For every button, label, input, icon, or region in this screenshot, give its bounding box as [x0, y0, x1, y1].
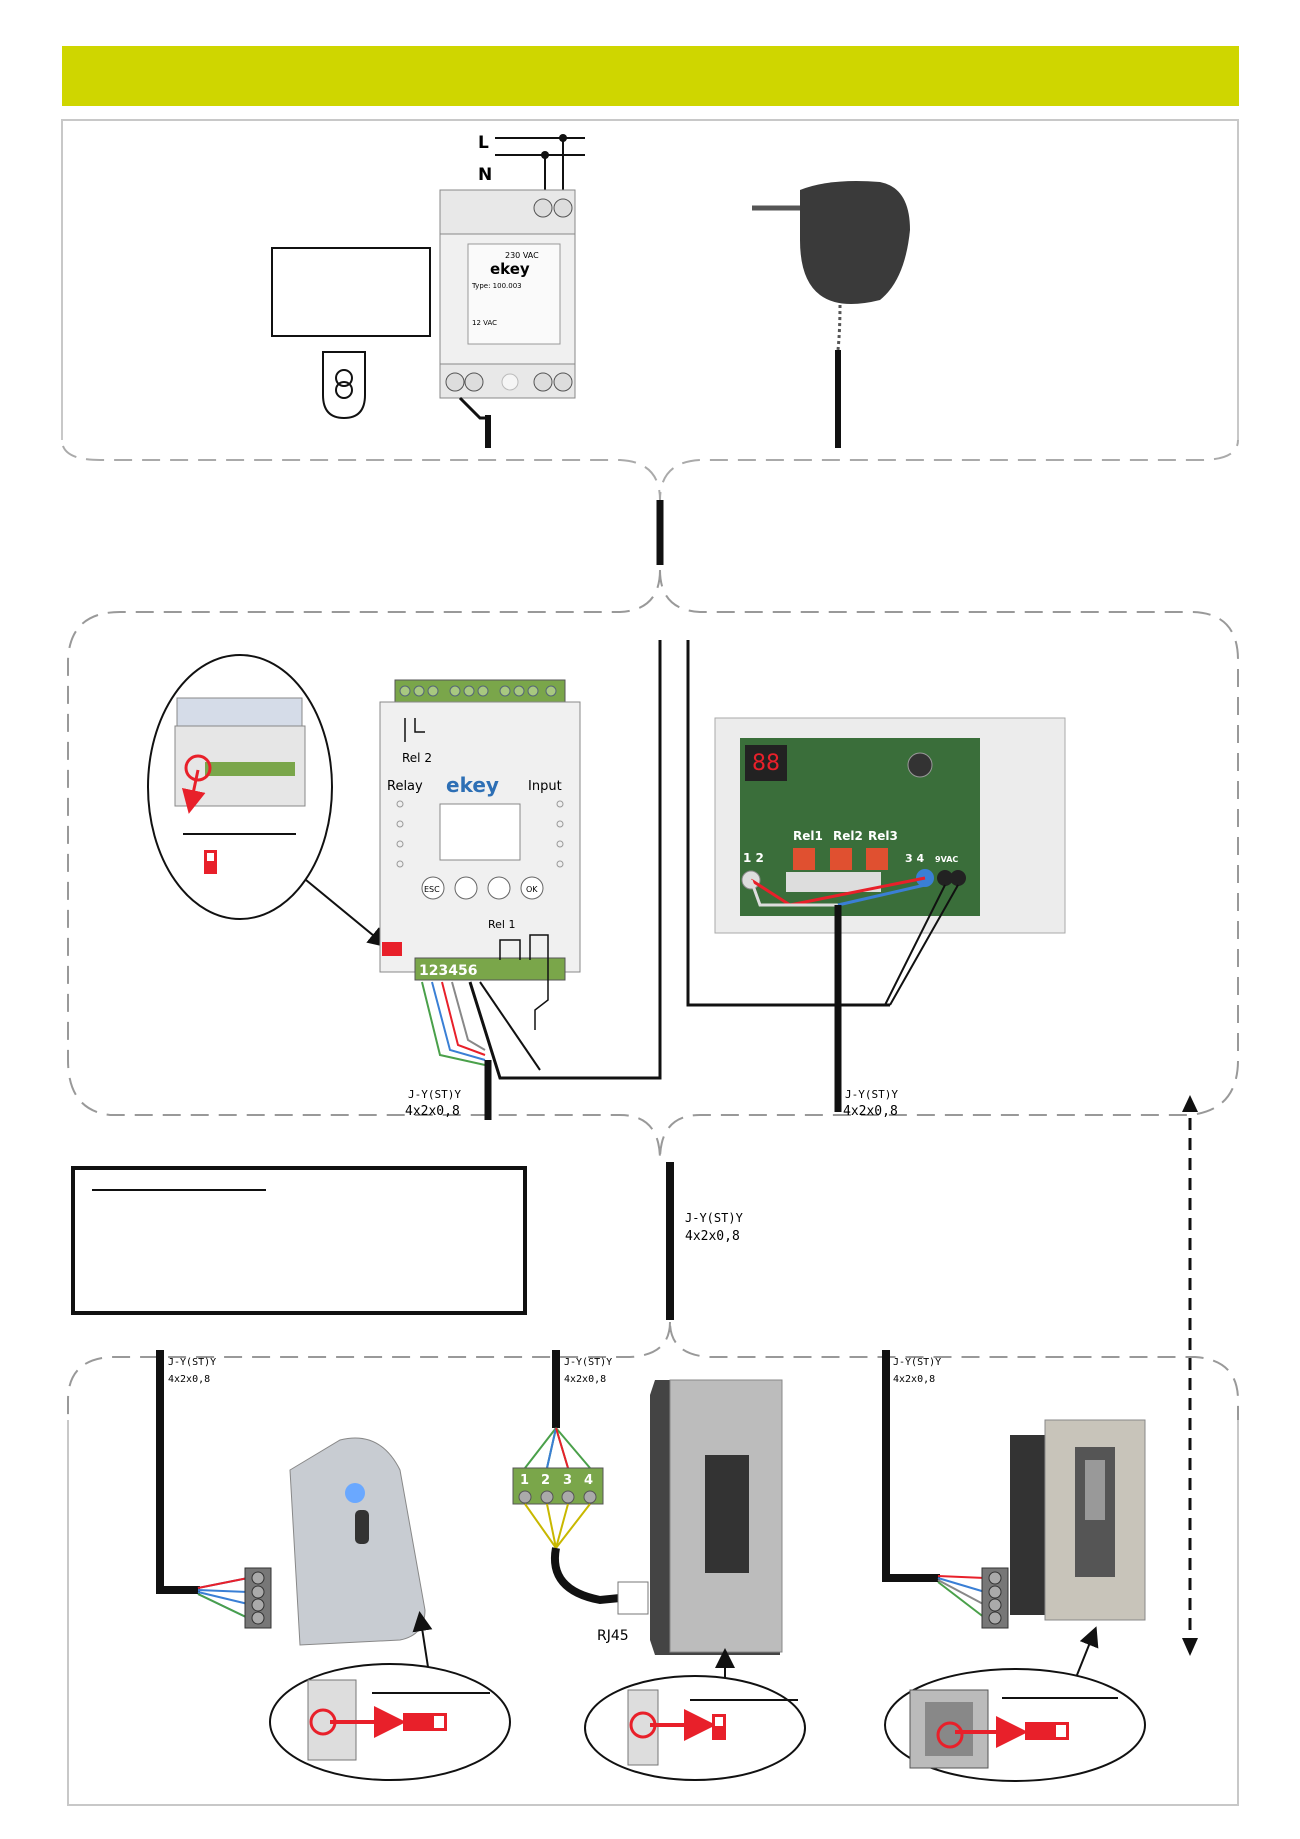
cable-label-2: J-Y(ST)Y	[845, 1088, 898, 1101]
cable-label-3b: 4x2x0,8	[685, 1229, 740, 1244]
mini-term-34: 3 4	[905, 852, 924, 865]
cable-label-1: J-Y(ST)Y	[408, 1088, 461, 1101]
din-power-supply: 230 VAC ekey Type: 100.003 12 VAC	[439, 189, 576, 448]
mains-l-label: L	[478, 133, 489, 153]
mini-rel3: Rel3	[868, 829, 898, 843]
note-box	[71, 1166, 527, 1315]
psu-voltage: 230 VAC	[505, 251, 539, 260]
esc-button: ESC	[424, 885, 440, 894]
psu-brand: ekey	[490, 260, 530, 278]
terminal-block-2: 1 2 3 4	[520, 1473, 593, 1488]
section-sensors: J-Y(ST)Y 4x2x0,8 J-Y(ST)Y 4x2x0,8 1 2 3 …	[67, 1321, 1239, 1806]
fingerprint-sensor-3	[1010, 1419, 1146, 1621]
rel1-label: Rel 1	[488, 918, 515, 931]
fingerprint-sensor-2	[650, 1379, 783, 1655]
input-label: Input	[528, 779, 562, 794]
fingerprint-sensor-1	[289, 1437, 426, 1646]
psu-out: 12 VAC	[472, 319, 497, 327]
zoom-circle-sensor-2	[584, 1675, 806, 1781]
mini-vac: 9VAC	[935, 855, 958, 864]
section-controllers: Rel 2 Relay Input ekey ESC OK Rel 1 1234…	[67, 569, 1239, 1161]
svg-text:3: 3	[563, 1473, 572, 1488]
controller-terminals: 123456	[419, 963, 477, 979]
svg-text:2: 2	[541, 1473, 550, 1488]
din-controller: Rel 2 Relay Input ekey ESC OK Rel 1 1234…	[379, 679, 581, 1030]
section-power-supply: L N 230 VAC ekey Type: 100.003 12 VAC	[61, 119, 1239, 501]
cable-label-3: J-Y(ST)Y	[685, 1211, 744, 1225]
cable-label-6: J-Y(ST)Y	[893, 1357, 941, 1368]
mini-term-12: 1 2	[743, 851, 764, 865]
cable-label-5b: 4x2x0,8	[564, 1374, 606, 1385]
cable-label-5: J-Y(ST)Y	[564, 1357, 612, 1368]
rj45-label: RJ45	[597, 1628, 629, 1644]
mini-rel1: Rel1	[793, 829, 823, 843]
ok-button: OK	[526, 885, 538, 894]
cable-label-1b: 4x2x0,8	[405, 1104, 460, 1119]
label-box	[271, 247, 431, 337]
cable-label-6b: 4x2x0,8	[893, 1374, 935, 1385]
relay-label: Relay	[387, 779, 423, 794]
transformer-symbol	[322, 351, 366, 420]
psu-type: Type: 100.003	[471, 282, 522, 290]
mini-rel2: Rel2	[833, 829, 863, 843]
plug-power-adapter	[752, 181, 910, 448]
cable-label-4b: 4x2x0,8	[168, 1374, 210, 1385]
cable-label-4: J-Y(ST)Y	[168, 1357, 216, 1368]
cable-label-2b: 4x2x0,8	[843, 1104, 898, 1119]
svg-text:1: 1	[520, 1473, 529, 1488]
rel2-label: Rel 2	[402, 751, 432, 765]
mains-n-label: N	[478, 165, 492, 185]
header-bar	[62, 46, 1239, 106]
svg-text:88: 88	[752, 751, 780, 776]
controller-brand: ekey	[446, 773, 499, 797]
mini-controller: 88 1 2 Rel1 Rel2 Rel3 3 4 9VAC	[714, 717, 1066, 934]
svg-text:4: 4	[584, 1473, 593, 1488]
marker-circle	[184, 754, 212, 782]
